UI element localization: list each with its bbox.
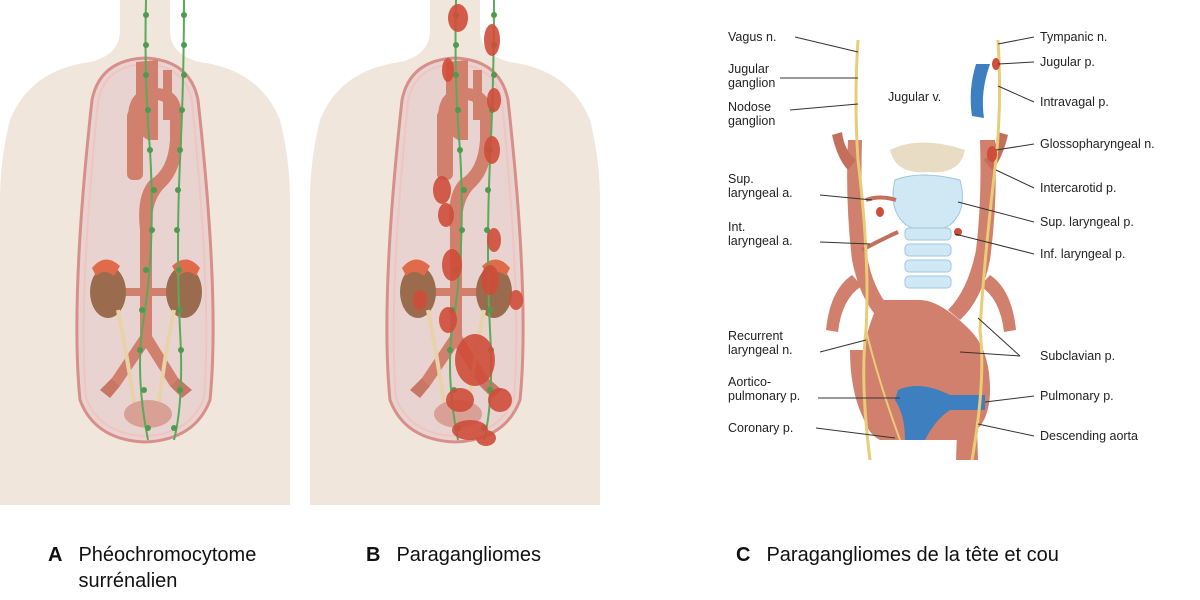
caption-letter-c: C (736, 542, 750, 568)
torso-illustration-a (0, 0, 290, 505)
label-sup-laryngeal-a: Sup.laryngeal a. (728, 172, 793, 200)
label-jugular-v: Jugular v. (888, 90, 941, 104)
label-subclavian-p: Subclavian p. (1040, 349, 1115, 363)
label-coronary-p: Coronary p. (728, 421, 793, 435)
label-aortico-pulmonary-p: Aortico-pulmonary p. (728, 375, 800, 403)
caption-b: B Paragangliomes (366, 542, 541, 568)
labels-right: Tympanic n. Jugular p. Intravagal p. Glo… (1040, 30, 1155, 443)
caption-letter-b: B (366, 542, 380, 568)
label-tympanic-n: Tympanic n. (1040, 30, 1107, 44)
caption-text-c: Paragangliomes de la tête et cou (766, 542, 1058, 568)
caption-c: C Paragangliomes de la tête et cou (736, 542, 1059, 568)
label-inf-laryngeal-p: Inf. laryngeal p. (1040, 247, 1125, 261)
label-jugular-p: Jugular p. (1040, 55, 1095, 69)
label-sup-laryngeal-p: Sup. laryngeal p. (1040, 215, 1134, 229)
label-descending-aorta: Descending aorta (1040, 429, 1138, 443)
label-intercarotid-p: Intercarotid p. (1040, 181, 1116, 195)
label-glossopharyngeal-n: Glossopharyngeal n. (1040, 137, 1155, 151)
label-intravagal-p: Intravagal p. (1040, 95, 1109, 109)
caption-letter-a: A (48, 542, 62, 568)
label-int-laryngeal-a: Int.laryngeal a. (728, 220, 793, 248)
label-vagus: Vagus n. (728, 30, 776, 44)
torso-illustration-b (310, 0, 600, 505)
caption-text-b: Paragangliomes (396, 542, 541, 568)
label-pulmonary-p: Pulmonary p. (1040, 389, 1114, 403)
